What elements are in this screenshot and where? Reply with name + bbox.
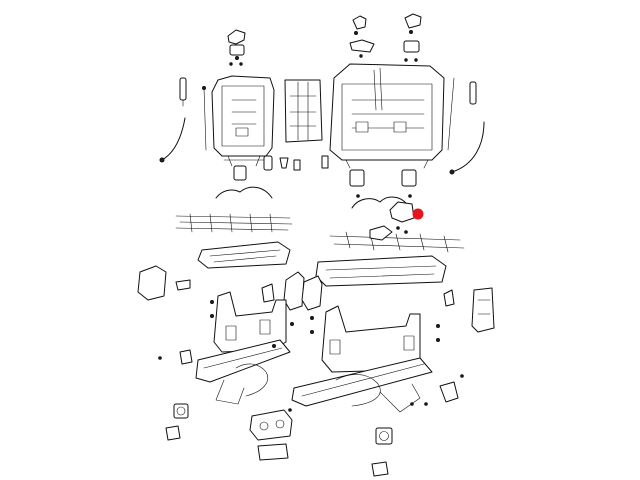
fastener-bolts[interactable] <box>158 300 464 412</box>
seat-back-frame-right[interactable] <box>329 63 445 169</box>
seat-spring-left[interactable] <box>215 186 273 199</box>
wire-mat-left[interactable] <box>175 213 293 233</box>
seat-riser-track-left[interactable] <box>195 291 291 405</box>
seat-cushion-frame-left[interactable] <box>197 241 291 269</box>
side-shield-cover-center[interactable] <box>301 275 323 311</box>
end-cap-cover[interactable] <box>165 381 459 477</box>
side-trim-panel-left[interactable] <box>137 265 167 301</box>
latch-clip-small-row[interactable] <box>233 155 417 198</box>
highlight-marker-dot[interactable] <box>412 208 424 220</box>
headrest-bracket-left[interactable] <box>227 29 246 66</box>
side-trim-panel-right[interactable] <box>471 287 495 333</box>
headrest-rod-right[interactable] <box>469 81 477 105</box>
headrest-rod-left[interactable] <box>179 77 187 107</box>
release-cable-left[interactable] <box>159 86 207 163</box>
recliner-gear-right[interactable] <box>375 427 393 445</box>
headrest-bracket-center[interactable] <box>349 15 375 58</box>
seat-back-panel-center[interactable] <box>284 79 323 143</box>
seat-back-frame-left[interactable] <box>211 75 275 167</box>
center-armrest-module[interactable] <box>249 409 293 461</box>
release-cable-right[interactable] <box>447 77 485 175</box>
seat-spring-right[interactable] <box>351 196 409 209</box>
seat-riser-track-right[interactable] <box>291 305 433 413</box>
side-shield-cover-left[interactable] <box>283 271 305 311</box>
bracket-highlighted-part[interactable] <box>369 201 415 241</box>
recliner-gear-left[interactable] <box>173 403 189 419</box>
headrest-bracket-right[interactable] <box>403 13 422 62</box>
trim-clip-small[interactable] <box>175 279 455 365</box>
seat-cushion-frame-right[interactable] <box>315 255 447 287</box>
wire-mat-right[interactable] <box>329 231 465 253</box>
